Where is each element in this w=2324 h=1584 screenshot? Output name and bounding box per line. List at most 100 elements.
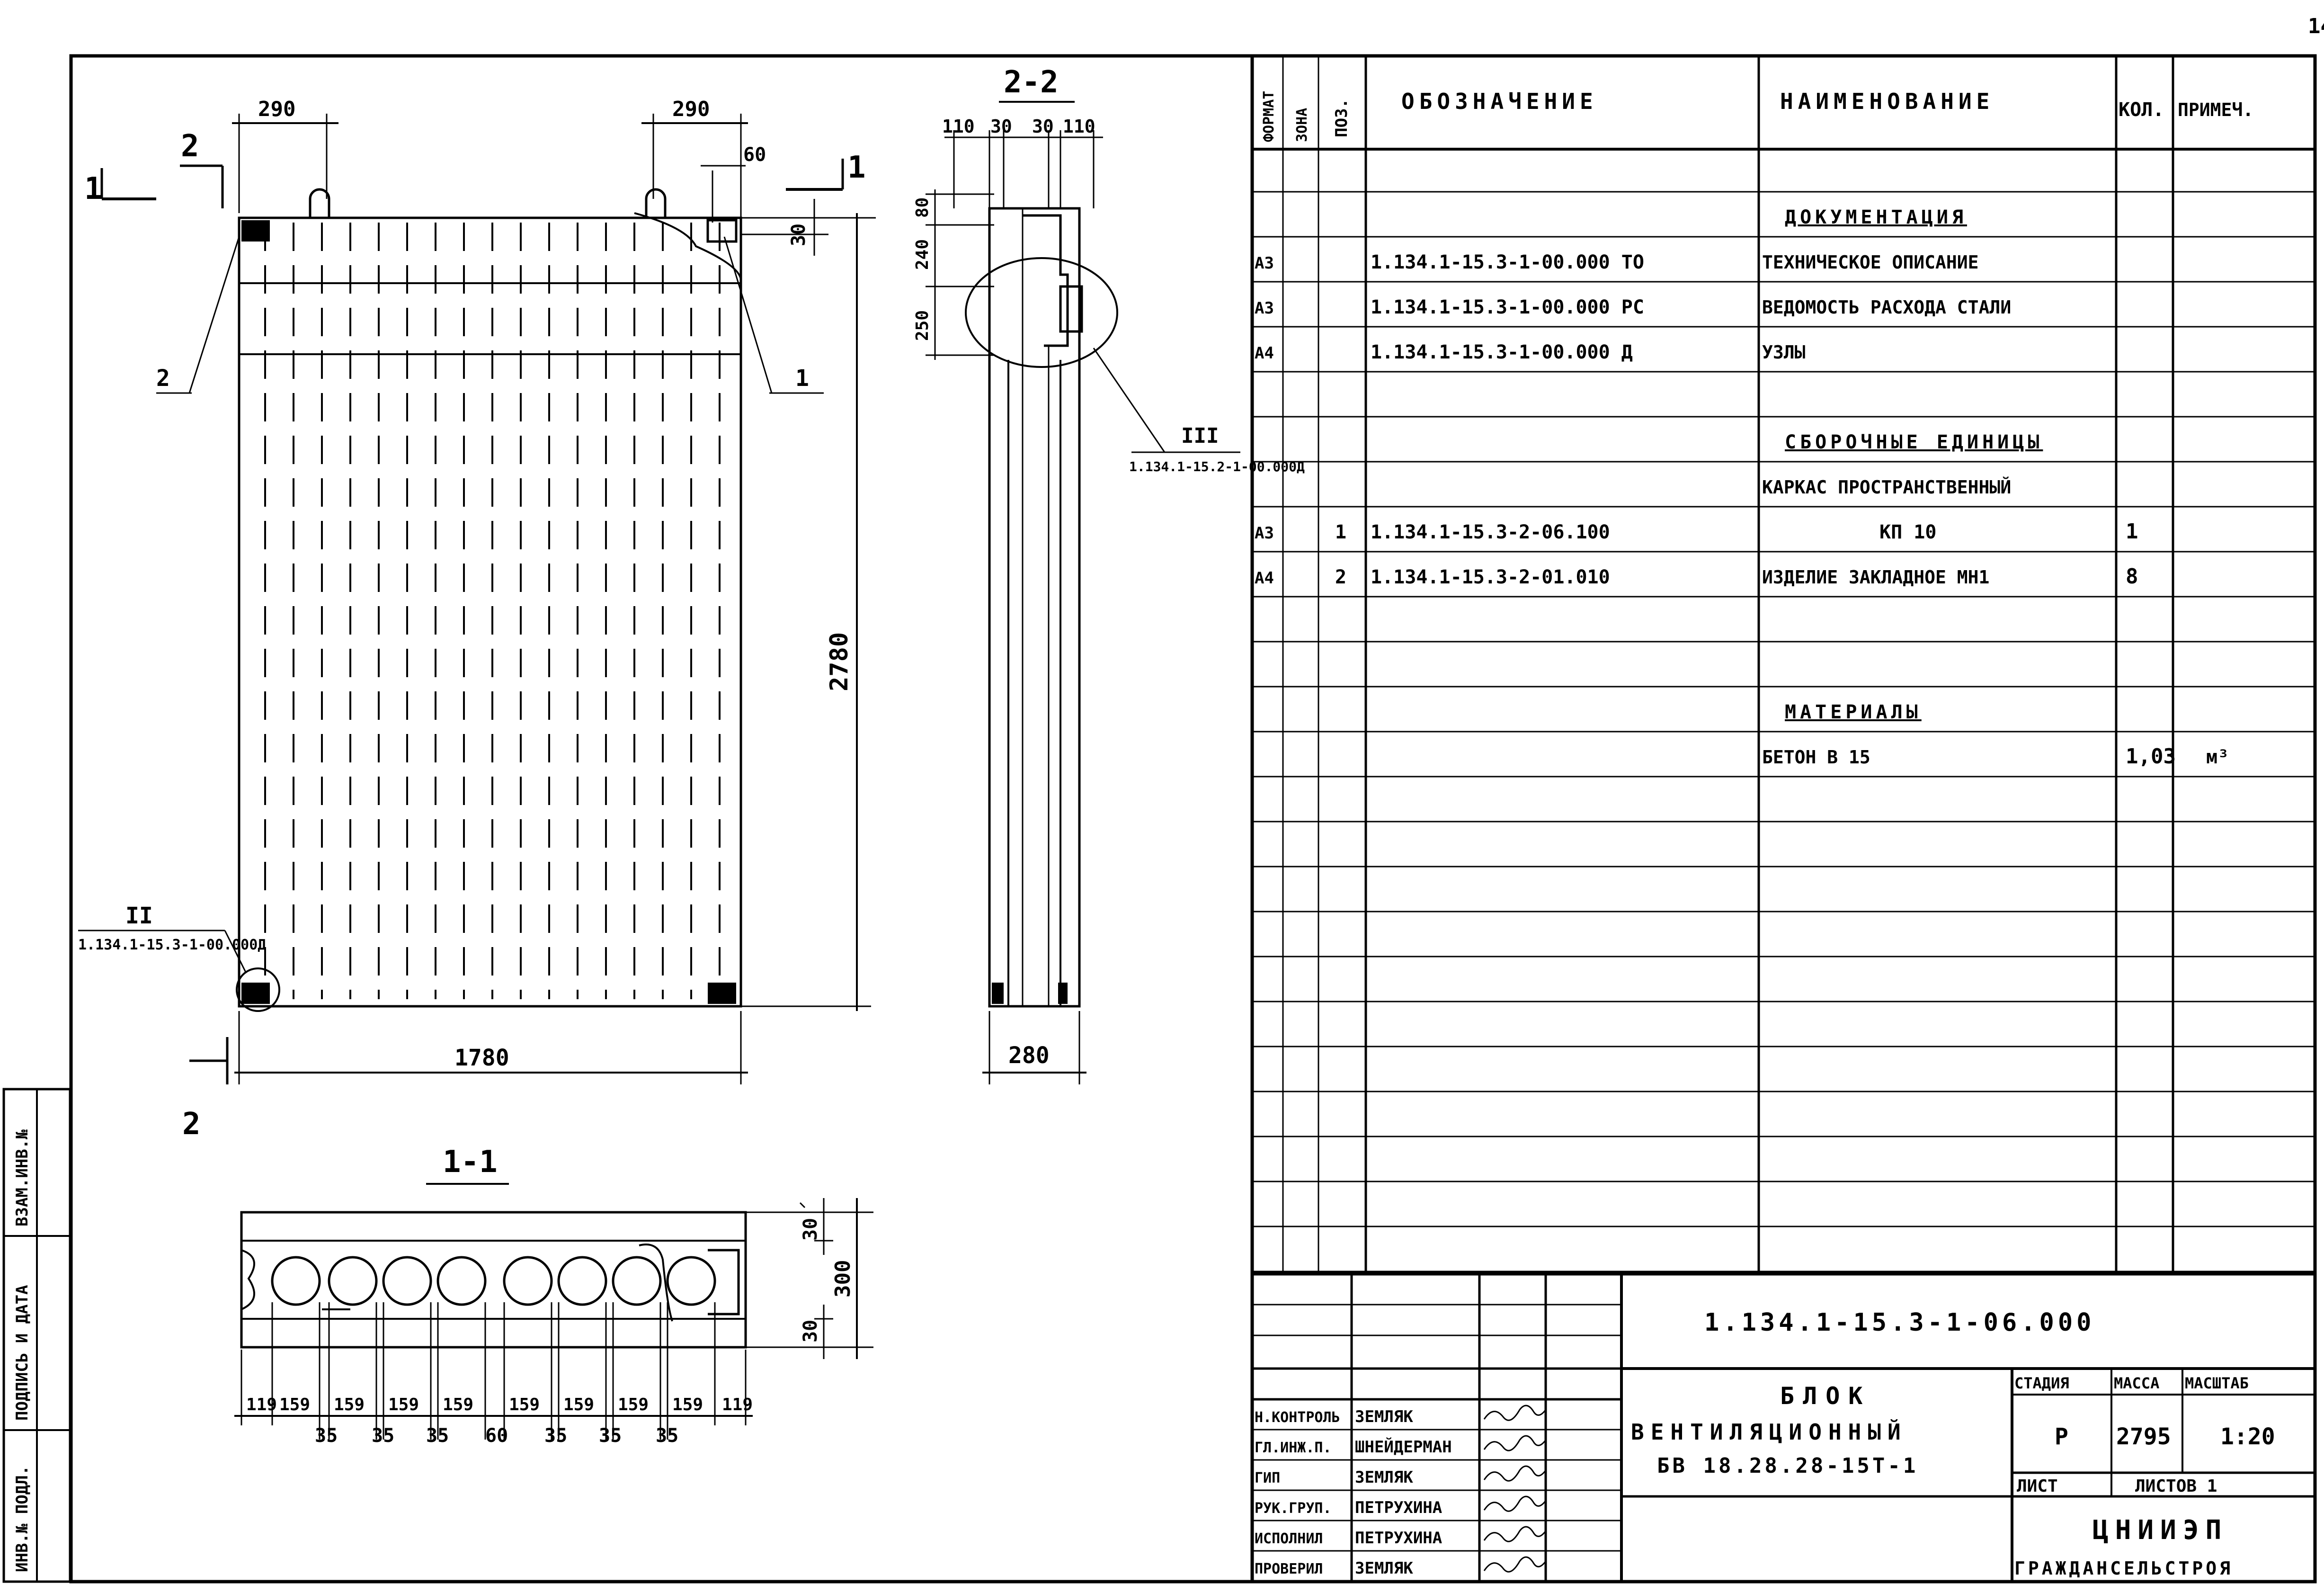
spec-row-format: А3: [1255, 254, 1274, 273]
s11-gap-35: 35: [426, 1425, 449, 1447]
s11-gap-35: 35: [315, 1425, 338, 1447]
spec-row-format: А3: [1255, 299, 1274, 318]
s11-dim-159: 159: [618, 1395, 649, 1414]
handwritten-signature: [1483, 1465, 1547, 1482]
s11-gap-35: 35: [544, 1425, 567, 1447]
s11-dim-30-bottom: 30: [800, 1320, 821, 1342]
s22-dim-110-left: 110: [942, 116, 975, 137]
s11-gap-60: 60: [485, 1425, 508, 1447]
signature-role: ПРОВЕРИЛ: [1255, 1561, 1323, 1577]
s11-gap-35: 35: [372, 1425, 394, 1447]
spec-row-pos: 2: [1335, 566, 1346, 588]
handwritten-signature: [1483, 1435, 1547, 1451]
signature-role: ИСПОЛНИЛ: [1255, 1530, 1323, 1547]
section-1-1-title: 1-1: [443, 1145, 498, 1180]
s22-dim-250: 250: [913, 310, 932, 341]
spec-row-note: м³: [2206, 746, 2229, 768]
s11-dim-159: 159: [443, 1395, 473, 1414]
s22-dim-110-right: 110: [1063, 116, 1095, 137]
s22-dim-240: 240: [913, 239, 932, 270]
s22-dim-30-right: 30: [1032, 116, 1054, 137]
leader-1: 1: [795, 365, 809, 392]
section-2-2-title: 2-2: [1004, 65, 1059, 100]
handwritten-signature: [1483, 1556, 1547, 1573]
signature-role: ГЛ.ИНЖ.П.: [1255, 1440, 1332, 1456]
dim-60: 60: [743, 144, 766, 166]
spec-row-designation: 1.134.1-15.3-2-01.010: [1371, 566, 1610, 588]
mass-value: 2795: [2116, 1423, 2171, 1450]
header-note: ПРИМЕЧ.: [2178, 99, 2253, 120]
spec-section-heading: ДОКУМЕНТАЦИЯ: [1785, 206, 1967, 228]
dim-290-left: 290: [258, 97, 295, 121]
scale-label: МАСШТАБ: [2185, 1374, 2249, 1392]
spec-row-lines: [1252, 191, 2315, 1272]
lifting-loop-left: [309, 188, 330, 218]
header-pos: ПОЗ.: [1332, 98, 1351, 137]
header-format: ФОРМАТ: [1261, 91, 1277, 142]
s11-dim-159: 159: [334, 1395, 365, 1414]
dim-290-right: 290: [672, 97, 710, 121]
spec-row-qty: 1,03: [2126, 744, 2176, 769]
callout-iii-roman: III: [1181, 424, 1219, 448]
side-stamp: ИНВ.№ ПОДЛ. ПОДПИСЬ И ДАТА ВЗАМ.ИНВ.№: [2, 1088, 71, 1583]
signature-role: ГИП: [1255, 1470, 1280, 1486]
s11-gap-35: 35: [599, 1425, 622, 1447]
s22-dim-280: 280: [1008, 1042, 1050, 1069]
name-line-3: БВ 18.28.28-15Т-1: [1657, 1454, 1918, 1478]
header-designation: ОБОЗНАЧЕНИЕ: [1401, 89, 1598, 114]
s22-dim-30-left: 30: [990, 116, 1012, 137]
embedded-part-mark: [706, 219, 738, 243]
s11-dim-300: 300: [831, 1260, 855, 1298]
s11-dim-159: 159: [509, 1395, 540, 1414]
spec-row-name: ИЗДЕЛИЕ ЗАКЛАДНОЕ МН1: [1762, 567, 1989, 588]
spec-row-designation: 1.134.1-15.3-1-00.000 ТО: [1371, 251, 1644, 273]
callout-ii-ref: 1.134.1-15.3-1-00.000Д: [78, 937, 266, 953]
section-2-2: 2-2 110 30 30 110 80 240 250: [913, 65, 1305, 1084]
header-name: НАИМЕНОВАНИЕ: [1780, 89, 1994, 114]
dim-1780: 1780: [454, 1045, 509, 1071]
s11-dim-30-top: 30: [800, 1218, 821, 1241]
detail-ii-circle: [236, 967, 280, 1012]
name-line-1: БЛОК: [1780, 1382, 1871, 1410]
stage-value: Р: [2055, 1423, 2068, 1450]
embedded-part-mark: [241, 983, 270, 1004]
spec-row-name: УЗЛЫ: [1762, 342, 1806, 363]
spec-row-format: А4: [1255, 569, 1274, 588]
spec-row-designation: 1.134.1-15.3-2-06.100: [1371, 521, 1610, 543]
specification-table: ФОРМАТ ЗОНА ПОЗ. ОБОЗНАЧЕНИЕ НАИМЕНОВАНИ…: [1250, 56, 2315, 1582]
s11-dim-159: 159: [279, 1395, 310, 1414]
signature-role: Н.КОНТРОЛЬ: [1255, 1409, 1340, 1426]
spec-row-name: БЕТОН В 15: [1762, 747, 1870, 768]
s11-dim-159: 159: [388, 1395, 419, 1414]
spec-row-name: ВЕДОМОСТЬ РАСХОДА СТАЛИ: [1762, 297, 2011, 318]
embedded-part-mark: [708, 983, 736, 1004]
hidden-void-lines: [264, 223, 721, 999]
section-1-mark-right: 1: [847, 150, 866, 185]
signature-row-lines: [1252, 1429, 1621, 1552]
dim-30-top: 30: [788, 224, 810, 246]
spec-section-heading: СБОРОЧНЫЕ ЕДИНИЦЫ: [1785, 431, 2043, 453]
spec-row-name: КП 10: [1879, 521, 1936, 543]
spec-row-qty: 1: [2126, 519, 2138, 544]
handwritten-signature: [1483, 1526, 1547, 1542]
dim-2780: 2780: [825, 632, 854, 691]
s11-gap-35: 35: [656, 1425, 678, 1447]
name-line-2: ВЕНТИЛЯЦИОННЫЙ: [1631, 1419, 1907, 1445]
doc-code: 1.134.1-15.3-1-06.000: [1704, 1308, 2095, 1337]
s11-dim-119-left: 119: [246, 1395, 277, 1414]
spec-row-format: А3: [1255, 524, 1274, 543]
stage-label: СТАДИЯ: [2014, 1374, 2069, 1392]
podpis-data-label: ПОДПИСЬ И ДАТА: [13, 1285, 32, 1421]
scale-value: 1:20: [2220, 1423, 2275, 1450]
signature-name: ПЕТРУХИНА: [1355, 1498, 1442, 1517]
sheet-frame: [69, 54, 2317, 1584]
handwritten-signature: [1483, 1405, 1547, 1421]
inv-podl-label: ИНВ.№ ПОДЛ.: [13, 1466, 32, 1572]
section-1-1: 1-1 30 300 30: [234, 1145, 873, 1447]
header-qty: КОЛ.: [2119, 99, 2164, 121]
s11-dim-159: 159: [672, 1395, 703, 1414]
front-dimensions: 290 290 60 30 2780 1780 1 1 2 2: [78, 97, 876, 1142]
signature-name: ЗЕМЛЯК: [1355, 1559, 1413, 1578]
